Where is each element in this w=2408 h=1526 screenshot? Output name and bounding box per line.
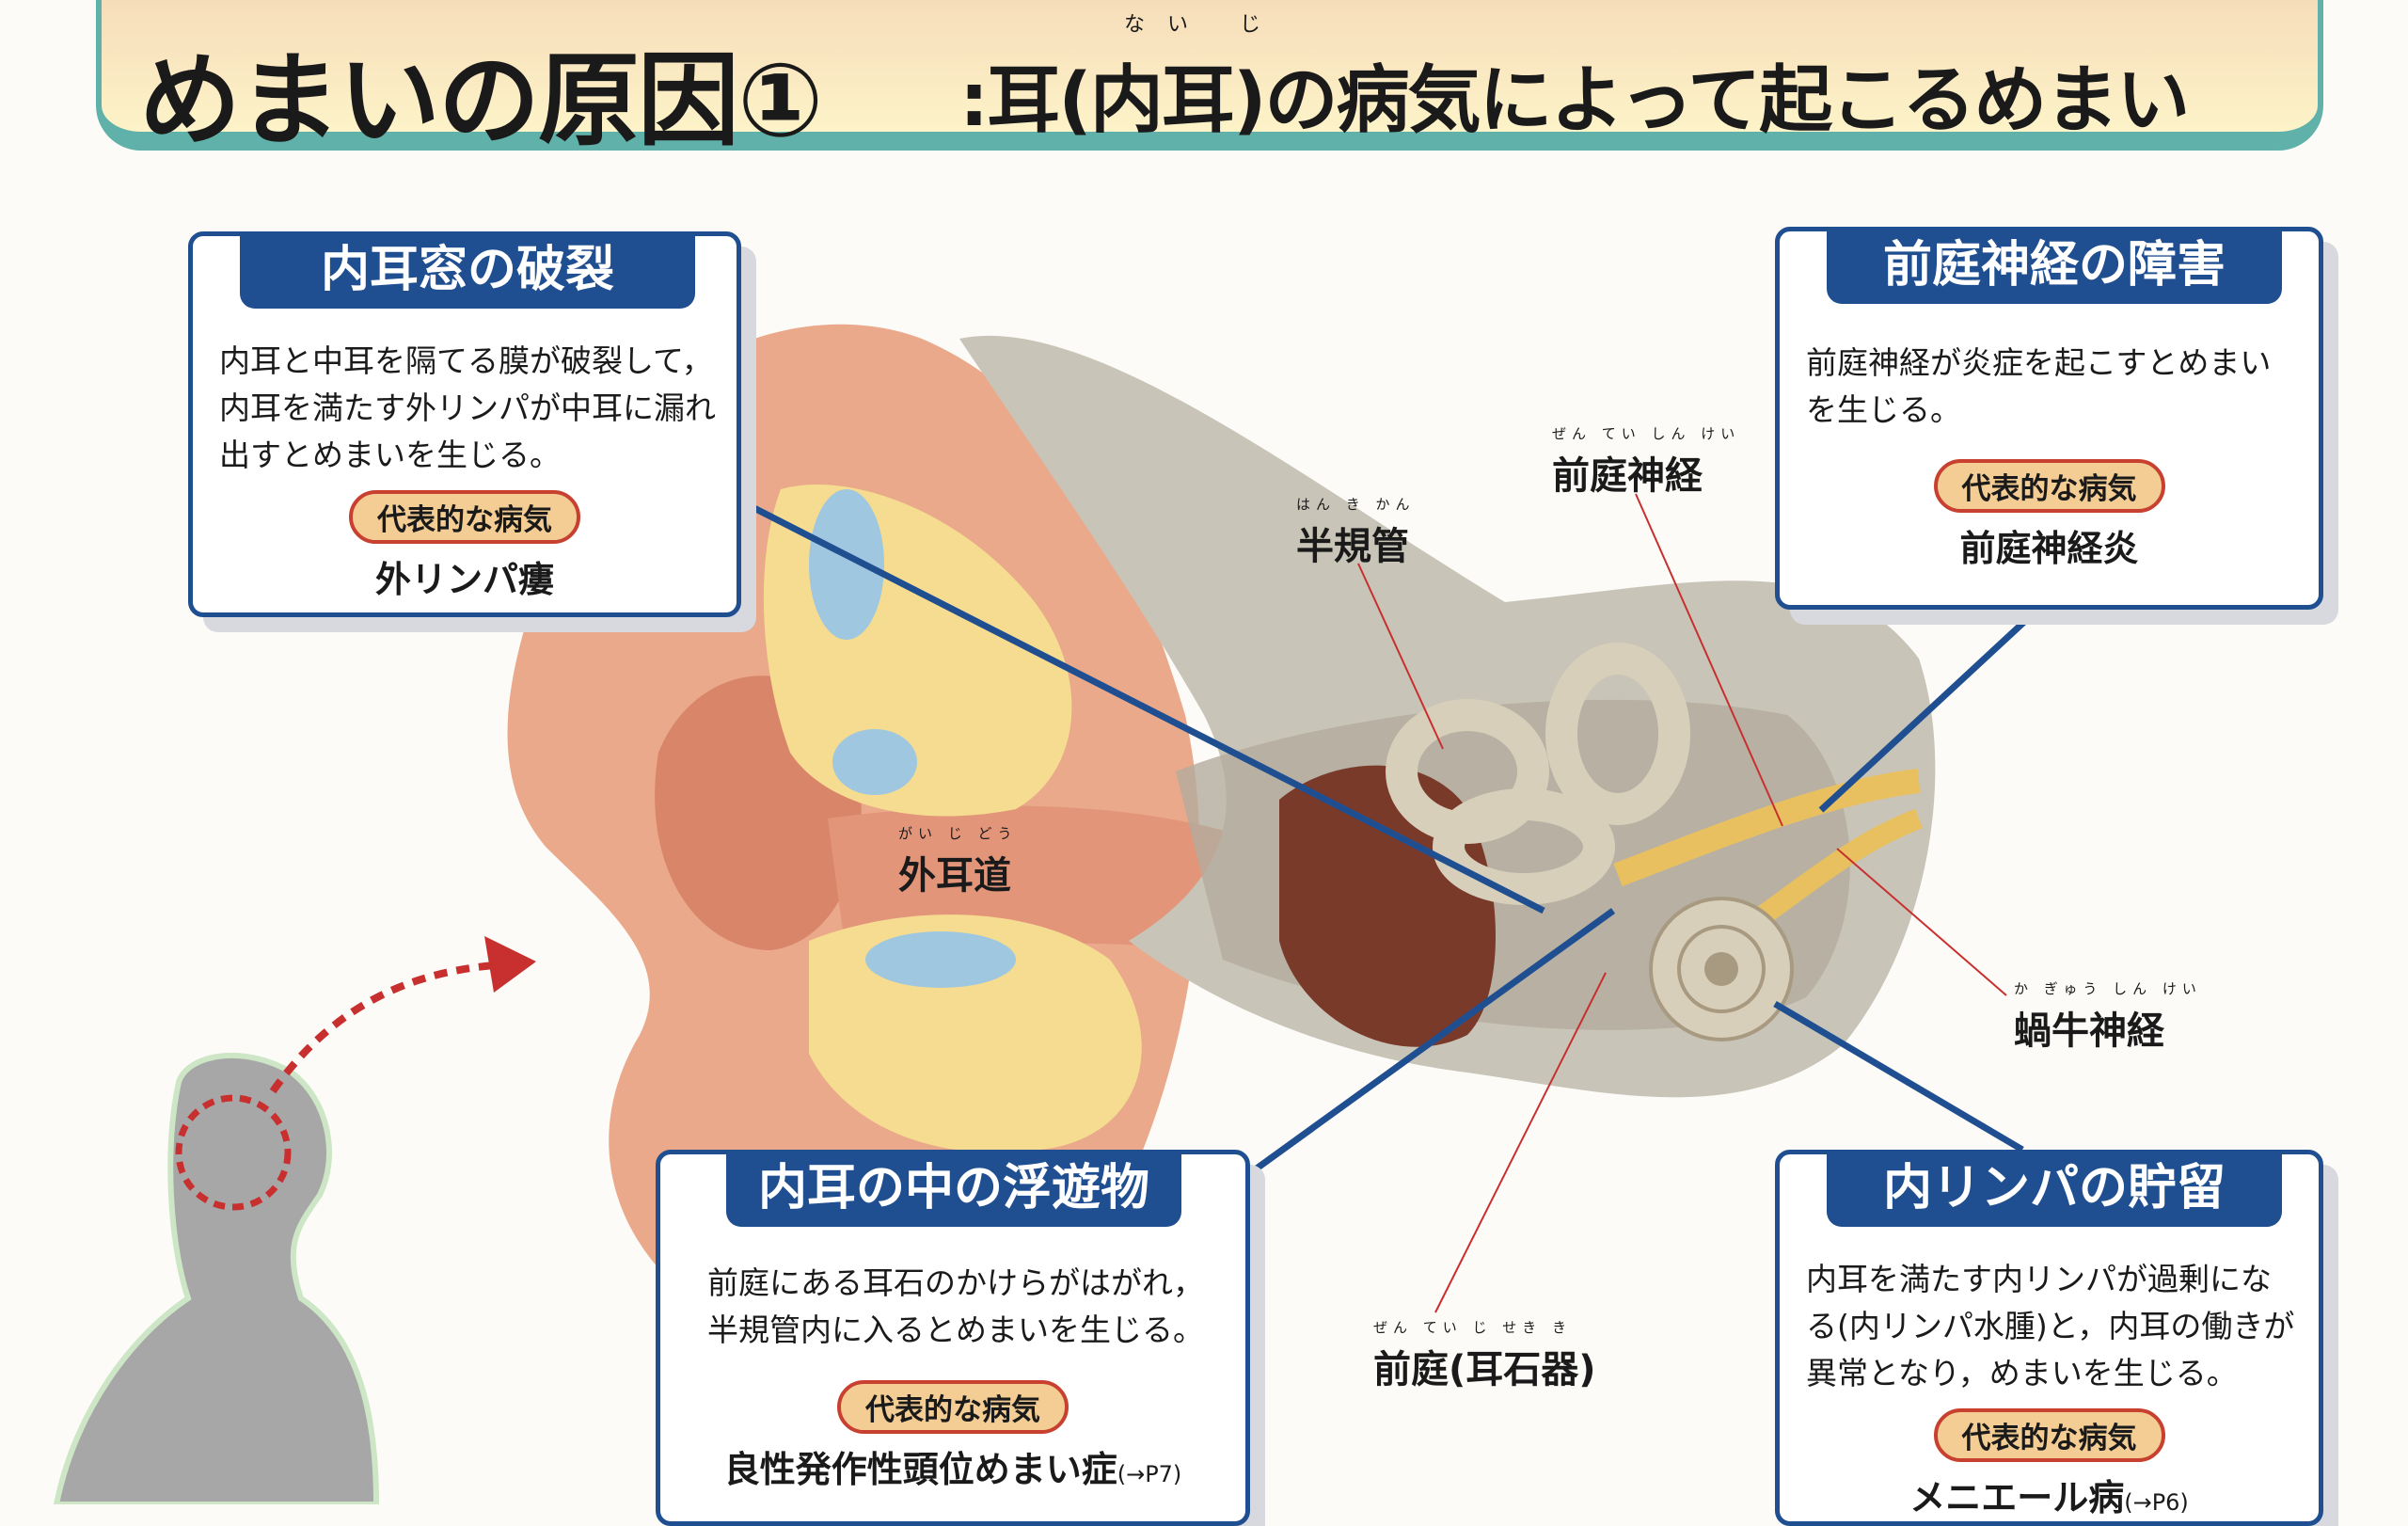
box-heading: 内耳窓の破裂 — [240, 231, 695, 309]
label-text: 蝸牛神経 — [2014, 1009, 2164, 1053]
person-silhouette — [53, 1052, 380, 1504]
label-text: 前庭(耳石器) — [1373, 1348, 1596, 1391]
disease-text: 前庭神経炎 — [1959, 528, 2139, 569]
label-ruby: ぜん てい じ せき き — [1373, 1319, 1573, 1336]
box-description: 内耳と中耳を隔てる膜が破裂して，内耳を満たす外リンパが中耳に漏れ出すとめまいを生… — [219, 342, 716, 473]
label-vestibular-nerve: ぜん てい しん けい前庭神経 — [1552, 423, 1740, 500]
label-vestibule-otolith: ぜん てい じ せき き前庭(耳石器) — [1373, 1317, 1596, 1393]
title-ruby: ない じ — [1124, 13, 1283, 37]
dotted-arrow — [269, 961, 509, 1094]
leader-vestibular-nerve — [1635, 493, 1783, 827]
cartilage — [865, 931, 1016, 988]
disease-name: 前庭神経炎 — [1780, 519, 2319, 571]
connector-box4 — [1773, 1000, 2024, 1153]
disease-name: 外リンパ瘻 — [193, 550, 737, 602]
box-vestibular-nerve-disorder: 前庭神経の障害 前庭神経が炎症を起こすとめまいを生じる。 代表的な病気 前庭神経… — [1775, 227, 2323, 610]
page-reference: (→P6) — [2124, 1489, 2189, 1516]
label-semicircular-canals: はん き かん半規管 — [1296, 494, 1416, 570]
box-heading: 内リンパの貯留 — [1827, 1150, 2282, 1227]
label-text: 前庭神経 — [1552, 454, 1703, 498]
semicircular-canals — [1386, 643, 1690, 905]
label-ruby: はん き かん — [1296, 496, 1416, 513]
disease-text: 良性発作性頭位めまい症 — [723, 1449, 1117, 1490]
label-external-auditory-canal: がい じ どう外耳道 — [898, 823, 1018, 899]
cartilage — [832, 729, 917, 795]
ear-highlight-circle — [175, 1094, 292, 1211]
leader-vestibule — [1434, 972, 1607, 1313]
box-inner-ear-window-rupture: 内耳窓の破裂 内耳と中耳を隔てる膜が破裂して，内耳を満たす外リンパが中耳に漏れ出… — [188, 231, 741, 617]
box-description: 前庭にある耳石のかけらがはがれ，半規管内に入るとめまいを生じる。 — [707, 1264, 1204, 1348]
label-ruby: か ぎゅう しん けい — [2014, 980, 2202, 997]
disease-pill: 代表的な病気 — [1933, 1408, 2165, 1462]
connector-box1 — [739, 498, 1545, 914]
box-endolymph-retention: 内リンパの貯留 内耳を満たす内リンパが過剰になる(内リンパ水腫)と，内耳の働きが… — [1775, 1150, 2323, 1526]
label-text: 外耳道 — [898, 854, 1011, 898]
disease-pill: 代表的な病気 — [837, 1380, 1069, 1434]
leader-lines — [1357, 493, 2007, 1313]
box-description: 前庭神経が炎症を起こすとめまいを生じる。 — [1806, 344, 2272, 428]
connector-box3 — [1247, 908, 1616, 1176]
cartilage — [809, 489, 884, 640]
leader-cochlear-nerve — [1836, 848, 2007, 996]
page-subtitle: :耳(内耳)の病気によって起こるめまい — [959, 58, 2190, 143]
box-heading: 前庭神経の障害 — [1827, 227, 2282, 304]
connector-lines — [739, 498, 2040, 1176]
box-description: 内耳を満たす内リンパが過剰になる(内リンパ水腫)と，内耳の働きが異常となり，めま… — [1806, 1261, 2295, 1391]
disease-pill: 代表的な病気 — [1933, 459, 2165, 513]
disease-text: メニエール病 — [1909, 1477, 2125, 1518]
title-banner — [96, 0, 2323, 151]
disease-text: 外リンパ瘻 — [374, 559, 554, 600]
label-ruby: がい じ どう — [898, 825, 1018, 842]
disease-name: メニエール病(→P6) — [1780, 1469, 2319, 1520]
disease-pill: 代表的な病気 — [349, 490, 580, 544]
disease-name: 良性発作性頭位めまい症(→P7) — [660, 1440, 1245, 1492]
leader-semicircular — [1357, 563, 1444, 750]
box-floating-debris: 内耳の中の浮遊物 前庭にある耳石のかけらがはがれ，半規管内に入るとめまいを生じる… — [656, 1150, 1250, 1526]
label-cochlear-nerve: か ぎゅう しん けい蝸牛神経 — [2014, 978, 2202, 1055]
page-reference: (→P7) — [1117, 1461, 1182, 1487]
box-heading: 内耳の中の浮遊物 — [726, 1150, 1181, 1227]
page-title: めまいの原因① — [139, 42, 823, 160]
label-ruby: ぜん てい しん けい — [1552, 425, 1741, 442]
cochlea-center — [1704, 952, 1738, 986]
vestibular-nerve — [1613, 769, 1921, 887]
arrow-head-icon — [484, 936, 536, 993]
label-text: 半規管 — [1296, 525, 1409, 568]
cochlea-inner — [1677, 925, 1766, 1013]
connector-box2 — [1818, 607, 2040, 813]
